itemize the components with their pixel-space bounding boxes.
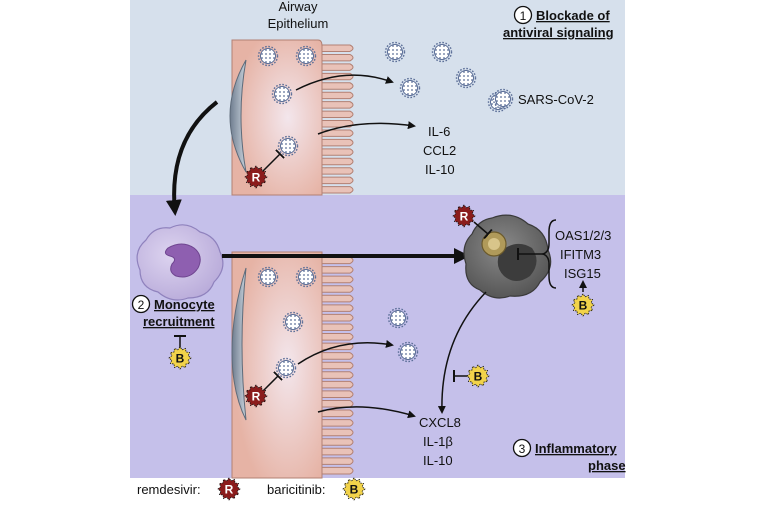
release-arrow-top: [295, 74, 394, 91]
remdesivir-badge: R: [244, 165, 268, 189]
remdesivir-badge-letter: R: [252, 171, 261, 185]
microvillus: [321, 157, 354, 166]
microvillus: [321, 275, 354, 284]
microvillus: [321, 409, 354, 418]
section-monocyte-title-1: Monocyte: [154, 297, 215, 312]
microvillus: [321, 294, 354, 303]
section-inflammatory-title-1: Inflammatory: [535, 441, 617, 456]
microvillus: [321, 101, 354, 109]
microvillus: [321, 82, 354, 90]
microvillus: [321, 333, 354, 341]
microvillus: [321, 313, 354, 322]
cytokine-bottom-3: IL-10: [423, 453, 453, 468]
cytokine-bottom-2: IL-1β: [423, 434, 453, 449]
microvillus: [321, 380, 354, 389]
microvillus: [321, 167, 354, 175]
release-arrow-bottom: [297, 340, 394, 365]
cytokine-arrow-top: [317, 121, 416, 135]
microvillus: [321, 91, 354, 100]
legend-remdesivir-label: remdesivir:: [137, 482, 201, 497]
microvillus: [321, 399, 354, 408]
microvillus: [321, 129, 354, 137]
inflammatory-arrow: [437, 291, 487, 414]
microvillus: [321, 447, 354, 456]
remdesivir-badge-letter: R: [225, 483, 234, 497]
remdesivir-badge: R: [452, 204, 476, 228]
baricitinib-badge-letter: B: [176, 352, 185, 366]
baricitinib-badge: B: [466, 364, 490, 388]
remdesivir-badge-letter: R: [252, 390, 261, 404]
microvillus: [321, 466, 354, 475]
remdesivir-inhibition-top: [261, 149, 285, 173]
legend-baricitinib-label: baricitinib:: [267, 482, 326, 497]
section-monocyte: 2 Monocyte recruitment: [131, 294, 215, 329]
microvillus: [321, 53, 354, 62]
microvillus: [321, 186, 354, 194]
cytokine-bottom-1: CXCL8: [419, 415, 461, 430]
microvillus: [321, 304, 354, 312]
vesicle-bottom: [231, 267, 247, 421]
cytokine-arrow-bottom: [317, 406, 416, 419]
baricitinib-badge-letter: B: [350, 483, 359, 497]
section-blockade-title-2: antiviral signaling: [503, 25, 614, 40]
microvillus: [321, 138, 354, 147]
virus-label: SARS-CoV-2: [518, 92, 594, 107]
section-monocyte-title-2: recruitment: [143, 314, 215, 329]
microvillus: [321, 120, 354, 128]
remdesivir-inhibition-monocyte: [473, 221, 493, 240]
section-blockade-title-1: Blockade of: [536, 8, 610, 23]
microvillus: [321, 352, 354, 360]
microvillus: [321, 266, 354, 274]
microvillus: [321, 419, 354, 427]
cytokine-top-1: IL-6: [428, 124, 450, 139]
baricitinib-badge: B: [168, 346, 192, 370]
microvillus: [321, 285, 354, 293]
remdesivir-badge-letter: R: [460, 210, 469, 224]
microvillus: [321, 390, 354, 398]
section-number-3: 3: [519, 442, 526, 456]
microvillus: [321, 63, 354, 71]
microvillus: [321, 428, 354, 437]
vesicle-top: [229, 59, 247, 173]
microvillus: [321, 438, 354, 446]
microvillus: [321, 457, 354, 465]
baricitinib-badge: B: [342, 477, 366, 501]
epithelium-label-line-2: Epithelium: [268, 16, 329, 31]
section-number-2: 2: [138, 298, 145, 312]
remdesivir-inhibition-bottom: [261, 371, 283, 393]
microvillus: [321, 371, 354, 379]
microvillus: [321, 361, 354, 370]
isg-1: OAS1/2/3: [555, 228, 611, 243]
isg-2: IFITM3: [560, 247, 601, 262]
remdesivir-badge: R: [244, 384, 268, 408]
epithelial-cell-top: [231, 39, 354, 196]
baricitinib-badge-letter: B: [579, 299, 588, 313]
recruitment-arrow: [165, 100, 219, 216]
microvillus: [321, 44, 354, 52]
microvillus: [321, 323, 354, 332]
remdesivir-badge: R: [217, 477, 241, 501]
top-region-background: [130, 0, 625, 195]
baricitinib-badge-letter: B: [474, 370, 483, 384]
epithelium-label-line-1: Airway: [278, 0, 318, 14]
cytokine-top-2: CCL2: [423, 143, 456, 158]
microvillus: [321, 148, 354, 156]
isg-3: ISG15: [564, 266, 601, 281]
monocyte-cell: [136, 224, 224, 301]
cytokine-top-3: IL-10: [425, 162, 455, 177]
microvillus: [321, 176, 354, 185]
section-number-1: 1: [520, 9, 527, 23]
section-inflammatory: 3 Inflammatory phase: [512, 438, 626, 473]
microvillus: [321, 110, 354, 118]
section-blockade: 1 Blockade of antiviral signaling: [503, 5, 614, 40]
section-inflammatory-title-2: phase: [588, 458, 626, 473]
baricitinib-badge: B: [571, 293, 595, 317]
